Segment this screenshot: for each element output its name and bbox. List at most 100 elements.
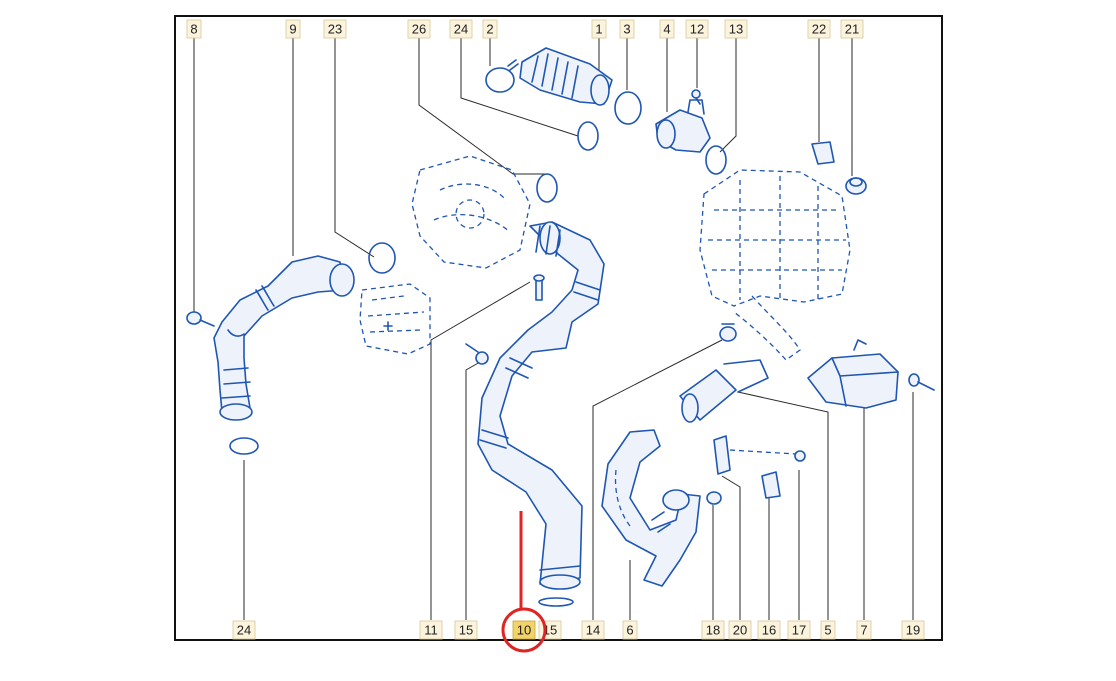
callout-box (232, 620, 256, 640)
callout-box (840, 19, 864, 39)
callout-number: 10 (517, 623, 531, 638)
part-18-washer (706, 491, 722, 505)
part-20-bracket (713, 435, 731, 475)
callout-number: 17 (792, 623, 806, 638)
callout-box (901, 620, 925, 640)
callout-box (591, 19, 607, 39)
part-15-nut (465, 343, 489, 365)
part-26-gasket (536, 173, 558, 203)
part-24-bottom-oring (229, 437, 259, 455)
callout-number: 16 (762, 623, 776, 638)
callout-box (454, 620, 478, 640)
part-22-gasket-plate (811, 141, 835, 165)
callout-21: 21 (840, 19, 864, 39)
callout-20: 20 (728, 620, 752, 640)
callout-8: 8 (186, 19, 202, 39)
callout-number: 26 (412, 22, 426, 37)
callout-6: 6 (622, 620, 638, 640)
callout-number: 24 (454, 22, 468, 37)
part-2-clamp (485, 59, 519, 93)
callout-1: 1 (591, 19, 607, 39)
part-10-intercooler-pipe (477, 221, 605, 607)
part-4-maf-sensor (655, 99, 711, 153)
callout-7: 7 (856, 620, 872, 640)
callout-box (787, 620, 811, 640)
part-23-gasket (368, 242, 396, 274)
part-21-cap (845, 177, 867, 195)
callout-box (820, 620, 836, 640)
callout-15a: 15 (454, 620, 478, 640)
callout-box (581, 620, 605, 640)
part-3-hose-clamp (614, 91, 642, 125)
callout-24b: 24 (232, 620, 256, 640)
part-16-bracket (761, 471, 781, 499)
callout-16: 16 (757, 620, 781, 640)
callout-26: 26 (407, 19, 431, 39)
marker-circle (501, 607, 547, 653)
callout-number: 12 (690, 22, 704, 37)
callout-number: 24 (237, 623, 251, 638)
callout-number: 21 (845, 22, 859, 37)
callout-15b: 15 (538, 620, 562, 640)
callout-10: 10 (512, 620, 536, 640)
callout-12: 12 (685, 19, 709, 39)
callout-number: 7 (860, 623, 867, 638)
callout-19: 19 (901, 620, 925, 640)
part-6-lower-pipe (601, 429, 701, 587)
callout-24t: 24 (449, 19, 473, 39)
part-17-nut (729, 449, 806, 462)
callout-9: 9 (285, 19, 301, 39)
callout-5: 5 (820, 620, 836, 640)
callout-number: 4 (663, 22, 670, 37)
egr-valve-block (359, 283, 431, 355)
callout-box (622, 620, 638, 640)
part-7-resonator (807, 339, 899, 409)
callout-11: 11 (419, 620, 443, 640)
part-11-stud (533, 274, 545, 301)
callout-number: 9 (289, 22, 296, 37)
callout-box (482, 19, 498, 39)
callout-number: 5 (824, 623, 831, 638)
part-5-sleeve (679, 359, 769, 423)
callout-18: 18 (701, 620, 725, 640)
callout-number: 18 (706, 623, 720, 638)
callout-number: 8 (190, 22, 197, 37)
part-8-screw (186, 311, 215, 327)
callout-box (186, 19, 202, 39)
callout-box (757, 620, 781, 640)
part-1-intake-hose (519, 47, 613, 106)
callout-box (659, 19, 675, 39)
callout-box (512, 620, 536, 640)
callout-box (724, 19, 748, 39)
callout-4: 4 (659, 19, 675, 39)
callout-box (285, 19, 301, 39)
callout-box (807, 19, 831, 39)
callout-number: 1 (595, 22, 602, 37)
callout-box (407, 19, 431, 39)
callout-number: 20 (733, 623, 747, 638)
callout-box (323, 19, 347, 39)
callout-number: 23 (328, 22, 342, 37)
selection-marker (501, 511, 547, 653)
callout-number: 19 (906, 623, 920, 638)
part-14-clip (719, 323, 737, 342)
callout-number: 13 (729, 22, 743, 37)
part-12-screw (691, 89, 701, 105)
callout-number: 15 (543, 623, 557, 638)
part-19-screw (908, 373, 935, 391)
callout-box (449, 19, 473, 39)
engine-block (699, 169, 851, 361)
turbo-unit (411, 155, 531, 269)
part-9-left-pipe (213, 255, 355, 421)
callout-box (685, 19, 709, 39)
callout-box (728, 620, 752, 640)
callout-17: 17 (787, 620, 811, 640)
callout-13: 13 (724, 19, 748, 39)
callout-number: 2 (486, 22, 493, 37)
callout-3: 3 (619, 19, 635, 39)
callout-number: 6 (626, 623, 633, 638)
part-13-oring (705, 145, 727, 175)
